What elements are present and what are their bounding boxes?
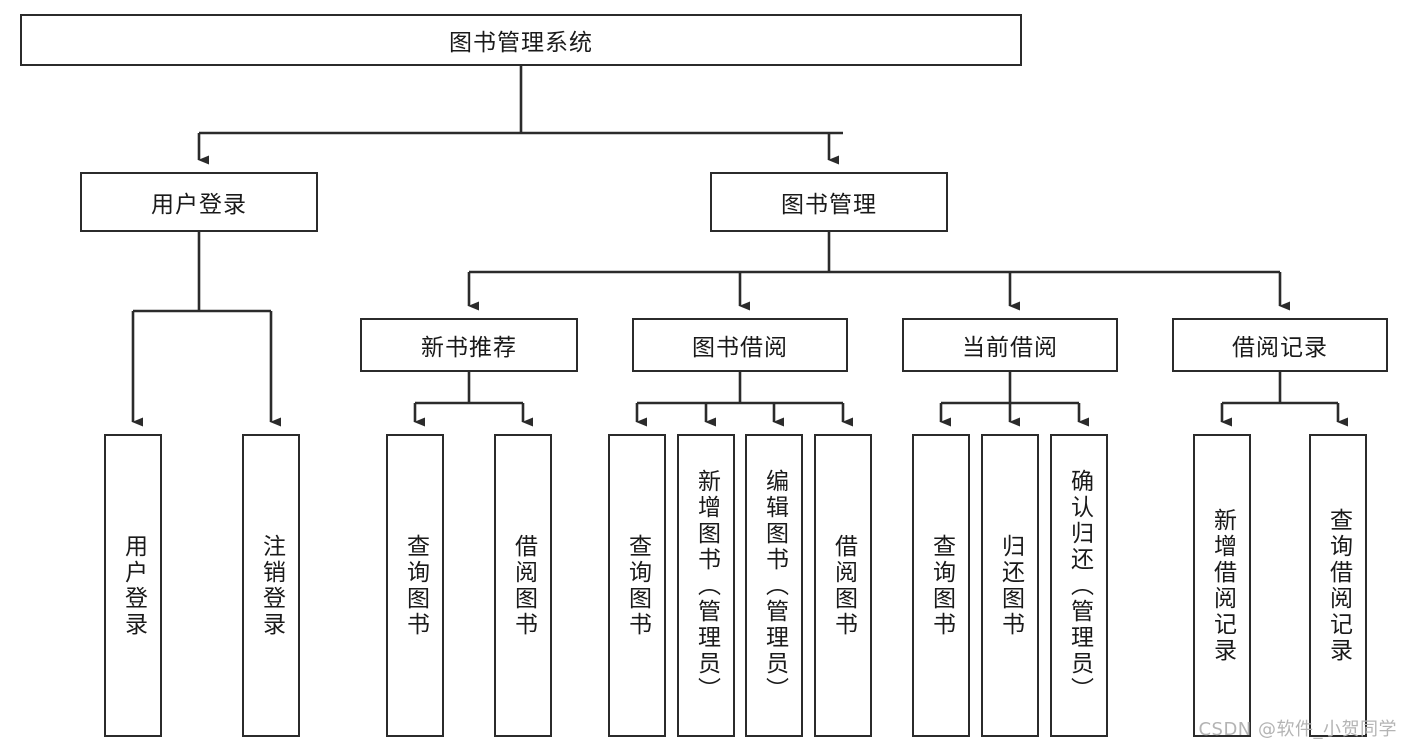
node-label: 新增借阅记录 bbox=[1209, 507, 1236, 664]
node-book-management[interactable]: 图书管理 bbox=[710, 172, 948, 232]
node-label: 当前借阅 bbox=[962, 335, 1058, 361]
node-current-borrow[interactable]: 当前借阅 bbox=[902, 318, 1118, 372]
node-leaf-add-borrow-record[interactable]: 新增借阅记录 bbox=[1193, 434, 1251, 737]
node-leaf-user-login[interactable]: 用户登录 bbox=[104, 434, 162, 737]
node-leaf-query-borrow-record[interactable]: 查询借阅记录 bbox=[1309, 434, 1367, 737]
node-label: 查询借阅记录 bbox=[1325, 507, 1352, 664]
node-label: 用户登录 bbox=[120, 533, 147, 638]
node-leaf-add-book-admin[interactable]: 新增图书（管理员） bbox=[677, 434, 735, 737]
node-label: 用户登录 bbox=[151, 192, 247, 218]
node-leaf-borrow-book-2[interactable]: 借阅图书 bbox=[814, 434, 872, 737]
node-label: 注销登录 bbox=[258, 533, 285, 638]
node-leaf-edit-book-admin[interactable]: 编辑图书（管理员） bbox=[745, 434, 803, 737]
node-leaf-query-book-2[interactable]: 查询图书 bbox=[608, 434, 666, 737]
node-label: 新书推荐 bbox=[421, 335, 517, 361]
node-user-login[interactable]: 用户登录 bbox=[80, 172, 318, 232]
node-leaf-logout-login[interactable]: 注销登录 bbox=[242, 434, 300, 737]
node-label: 归还图书 bbox=[997, 533, 1024, 638]
node-label: 图书管理 bbox=[781, 192, 877, 218]
node-leaf-confirm-return-admin[interactable]: 确认归还（管理员） bbox=[1050, 434, 1108, 737]
node-label: 查询图书 bbox=[402, 533, 429, 638]
node-leaf-borrow-book-1[interactable]: 借阅图书 bbox=[494, 434, 552, 737]
node-label: 图书借阅 bbox=[692, 335, 788, 361]
node-label: 借阅图书 bbox=[510, 533, 537, 638]
node-label: 借阅图书 bbox=[830, 533, 857, 638]
node-label: 借阅记录 bbox=[1232, 335, 1328, 361]
node-borrow-record[interactable]: 借阅记录 bbox=[1172, 318, 1388, 372]
node-book-borrow[interactable]: 图书借阅 bbox=[632, 318, 848, 372]
node-label: 查询图书 bbox=[624, 533, 651, 638]
node-label: 编辑图书（管理员） bbox=[761, 468, 788, 703]
node-leaf-query-book-1[interactable]: 查询图书 bbox=[386, 434, 444, 737]
node-label: 查询图书 bbox=[928, 533, 955, 638]
node-new-book-recommend[interactable]: 新书推荐 bbox=[360, 318, 578, 372]
node-book-management-system[interactable]: 图书管理系统 bbox=[20, 14, 1022, 66]
node-label: 确认归还（管理员） bbox=[1066, 468, 1093, 703]
node-label: 新增图书（管理员） bbox=[693, 468, 720, 703]
node-leaf-return-book[interactable]: 归还图书 bbox=[981, 434, 1039, 737]
node-label: 图书管理系统 bbox=[449, 30, 593, 56]
node-leaf-query-book-3[interactable]: 查询图书 bbox=[912, 434, 970, 737]
